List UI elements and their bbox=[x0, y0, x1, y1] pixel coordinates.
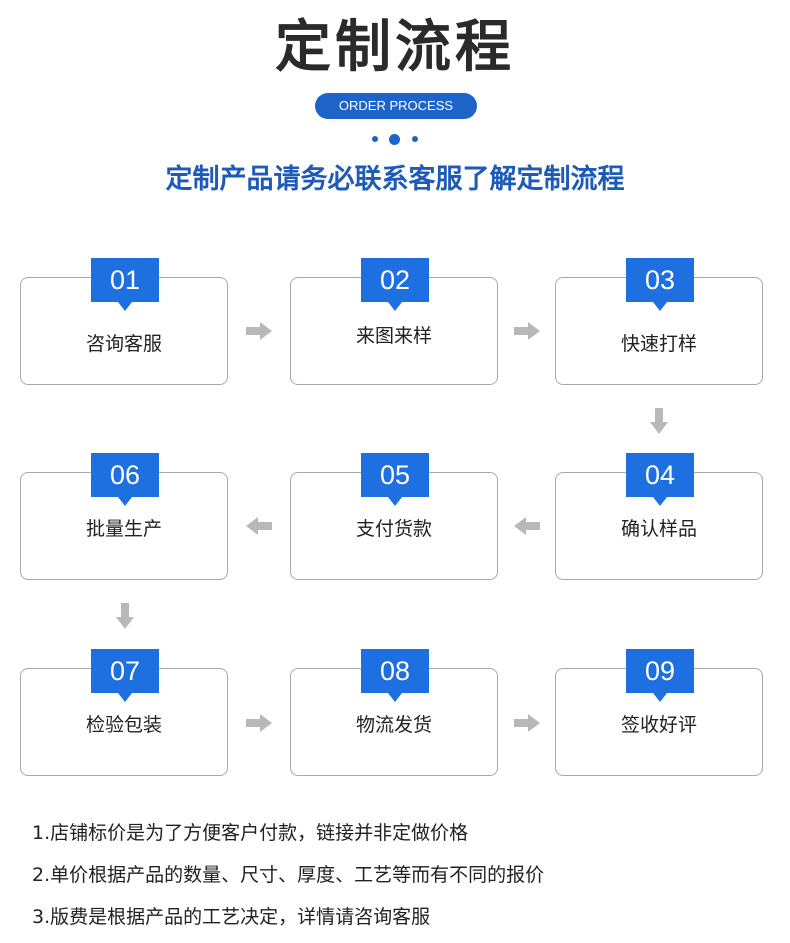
step-card: 07 检验包装 bbox=[20, 649, 228, 776]
step-label: 签收好评 bbox=[620, 714, 697, 736]
step-label: 来图来样 bbox=[355, 325, 432, 347]
notes-list: 1.店铺标价是为了方便客户付款，链接并非定做价格 2.单价根据产品的数量、尺寸、… bbox=[32, 812, 544, 938]
page-subtitle: 定制产品请务必联系客服了解定制流程 bbox=[165, 164, 625, 195]
arrow-right-icon bbox=[514, 714, 540, 732]
dot-icon bbox=[372, 136, 378, 142]
step-card: 06 批量生产 bbox=[20, 453, 228, 580]
step-card: 05 支付货款 bbox=[290, 453, 498, 580]
step-card: 01 咨询客服 bbox=[20, 258, 228, 385]
step-label: 支付货款 bbox=[355, 518, 432, 540]
arrow-left-icon bbox=[246, 517, 272, 535]
note-item: 3.版费是根据产品的工艺决定，详情请咨询客服 bbox=[32, 906, 431, 928]
step-number-badge: 08 bbox=[361, 649, 429, 702]
step-card: 08 物流发货 bbox=[290, 649, 498, 776]
note-item: 2.单价根据产品的数量、尺寸、厚度、工艺等而有不同的报价 bbox=[32, 864, 545, 886]
arrow-left-icon bbox=[514, 517, 540, 535]
step-card: 02 来图来样 bbox=[290, 258, 498, 385]
step-number-badge: 02 bbox=[361, 258, 429, 311]
step-number-badge: 05 bbox=[361, 453, 429, 506]
step-card: 04 确认样品 bbox=[555, 453, 763, 580]
dot-icon bbox=[412, 136, 418, 142]
step-card: 09 签收好评 bbox=[555, 649, 763, 776]
arrow-right-icon bbox=[246, 714, 272, 732]
step-number-badge: 01 bbox=[91, 258, 159, 311]
step-number-badge: 07 bbox=[91, 649, 159, 702]
step-label: 批量生产 bbox=[85, 518, 162, 540]
note-item: 1.店铺标价是为了方便客户付款，链接并非定做价格 bbox=[32, 822, 469, 844]
arrow-down-icon bbox=[116, 603, 134, 629]
arrow-down-icon bbox=[650, 408, 668, 434]
step-label: 咨询客服 bbox=[85, 333, 162, 355]
step-label: 物流发货 bbox=[355, 714, 432, 736]
step-card: 03 快速打样 bbox=[555, 258, 763, 385]
page-title: 定制流程 bbox=[275, 15, 515, 80]
dot-icon bbox=[389, 134, 400, 145]
step-number-badge: 06 bbox=[91, 453, 159, 506]
step-number-badge: 09 bbox=[626, 649, 694, 702]
step-label: 确认样品 bbox=[620, 518, 697, 540]
step-label: 检验包装 bbox=[85, 714, 162, 736]
order-process-badge: ORDER PROCESS bbox=[315, 93, 477, 119]
step-number-badge: 03 bbox=[626, 258, 694, 311]
arrow-right-icon bbox=[246, 322, 272, 340]
arrow-right-icon bbox=[514, 322, 540, 340]
decorative-dots bbox=[0, 133, 790, 145]
step-number-badge: 04 bbox=[626, 453, 694, 506]
step-label: 快速打样 bbox=[620, 333, 697, 355]
